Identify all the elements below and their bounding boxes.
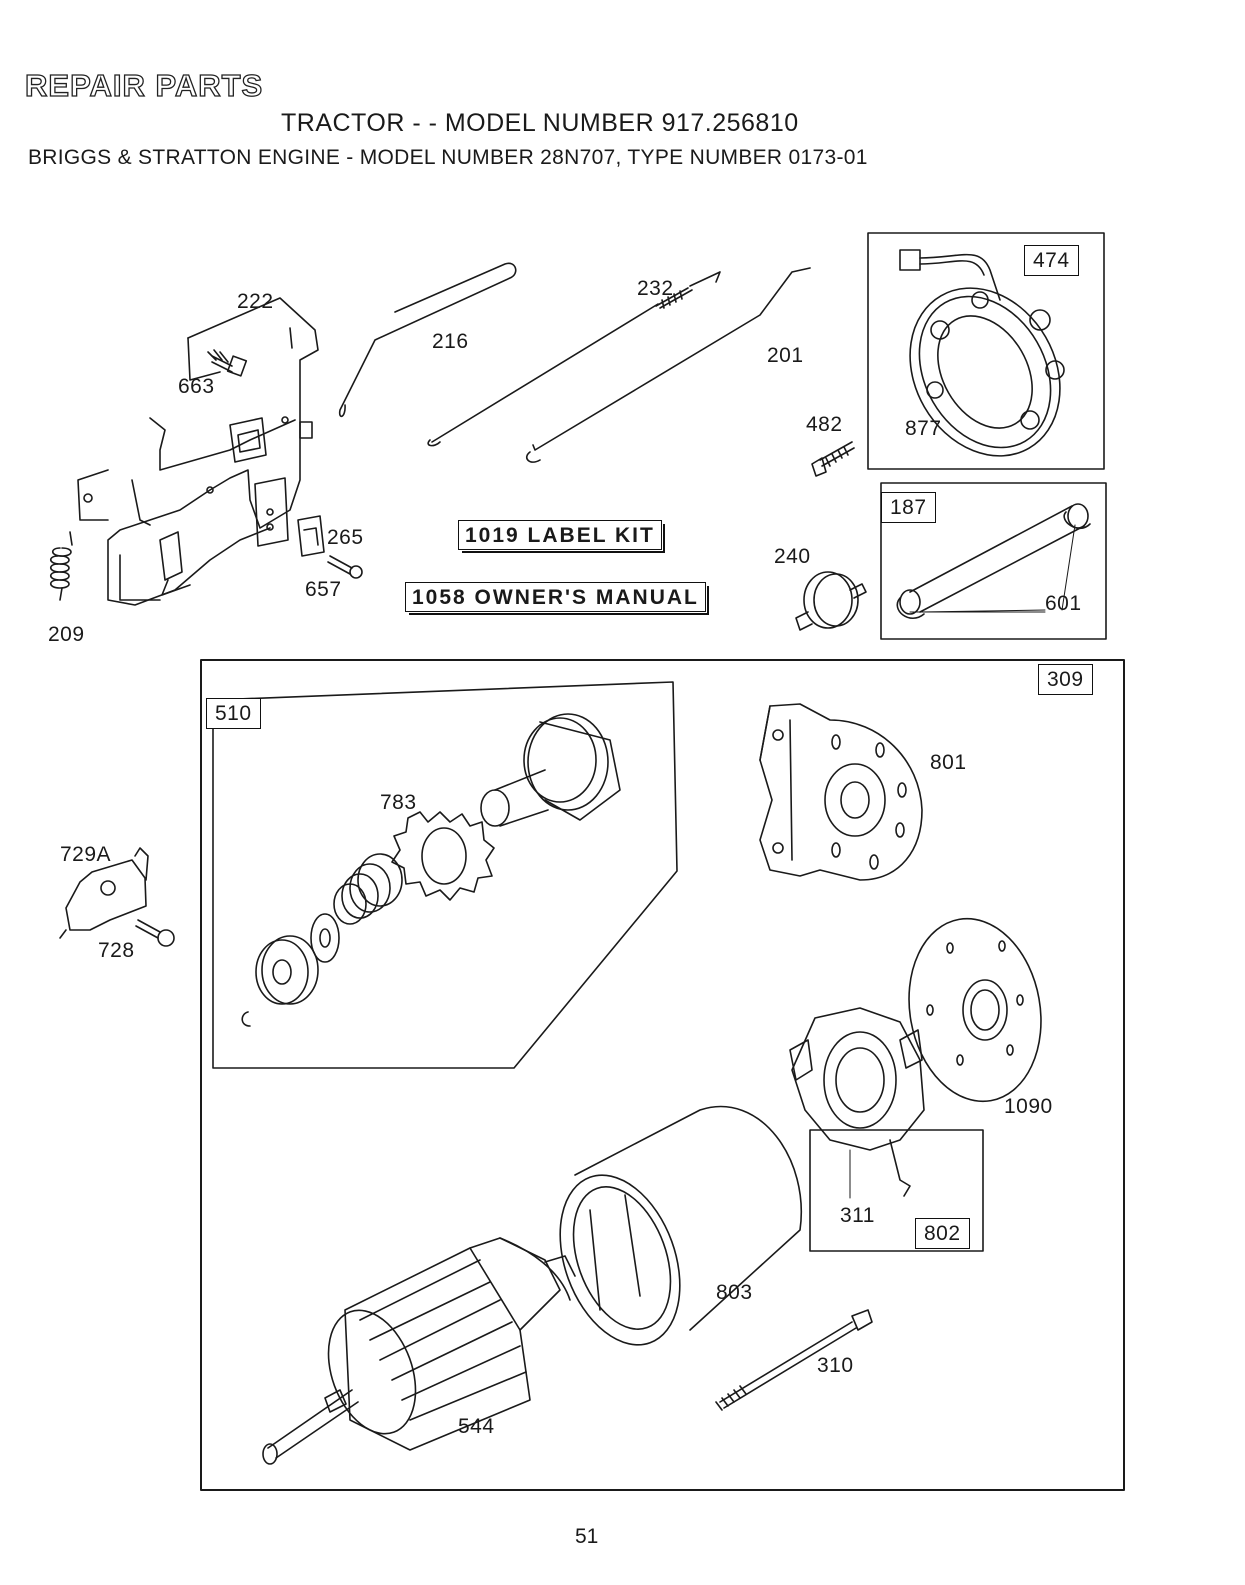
screw-657-drawing [328, 556, 362, 578]
callout-209: 209 [48, 623, 85, 647]
callout-1090: 1090 [1004, 1095, 1053, 1119]
rod-216-drawing [340, 263, 516, 416]
callout-663: 663 [178, 375, 215, 399]
callout-729A: 729A [60, 843, 111, 867]
disk-1090-drawing [895, 908, 1055, 1112]
callout-240: 240 [774, 545, 811, 569]
callout-201: 201 [767, 344, 804, 368]
spring-209-drawing [51, 532, 72, 600]
housing-803-drawing [538, 1107, 801, 1362]
callout-877: 877 [905, 417, 942, 441]
clip-265-drawing [298, 516, 324, 556]
bracket-222-drawing [78, 298, 318, 605]
page-number: 51 [575, 1525, 598, 1549]
callout-311: 311 [840, 1204, 875, 1228]
armature-544-drawing [263, 1238, 575, 1464]
callout-232: 232 [637, 277, 674, 301]
rod-232-drawing [428, 272, 720, 446]
filter-240-drawing [796, 572, 866, 630]
box-label-802: 802 [915, 1218, 970, 1249]
screw-482-drawing [812, 442, 854, 476]
drive-783-drawing [242, 714, 620, 1026]
callout-783: 783 [380, 791, 417, 815]
screw-663-drawing [208, 350, 246, 376]
box-label-309: 309 [1038, 664, 1093, 695]
screw-728-drawing [136, 920, 174, 946]
callout-310: 310 [817, 1354, 854, 1378]
box-label-510: 510 [206, 698, 261, 729]
box-309-frame [201, 660, 1124, 1490]
callout-803: 803 [716, 1281, 753, 1305]
box-label-474: 474 [1024, 245, 1079, 276]
callout-657: 657 [305, 578, 342, 602]
callout-801: 801 [930, 751, 967, 775]
callout-222: 222 [237, 290, 274, 314]
callout-482: 482 [806, 413, 843, 437]
owners-manual-1058: 1058 OWNER'S MANUAL [405, 582, 706, 612]
box-label-187: 187 [881, 492, 936, 523]
callout-728: 728 [98, 939, 135, 963]
label-kit-1019: 1019 LABEL KIT [458, 520, 662, 550]
callout-544: 544 [458, 1415, 495, 1439]
alternator-877-drawing [880, 250, 1089, 483]
end-plate-801-drawing [760, 704, 922, 880]
callout-601: 601 [1045, 592, 1082, 616]
callout-216: 216 [432, 330, 469, 354]
callout-265: 265 [327, 526, 364, 550]
